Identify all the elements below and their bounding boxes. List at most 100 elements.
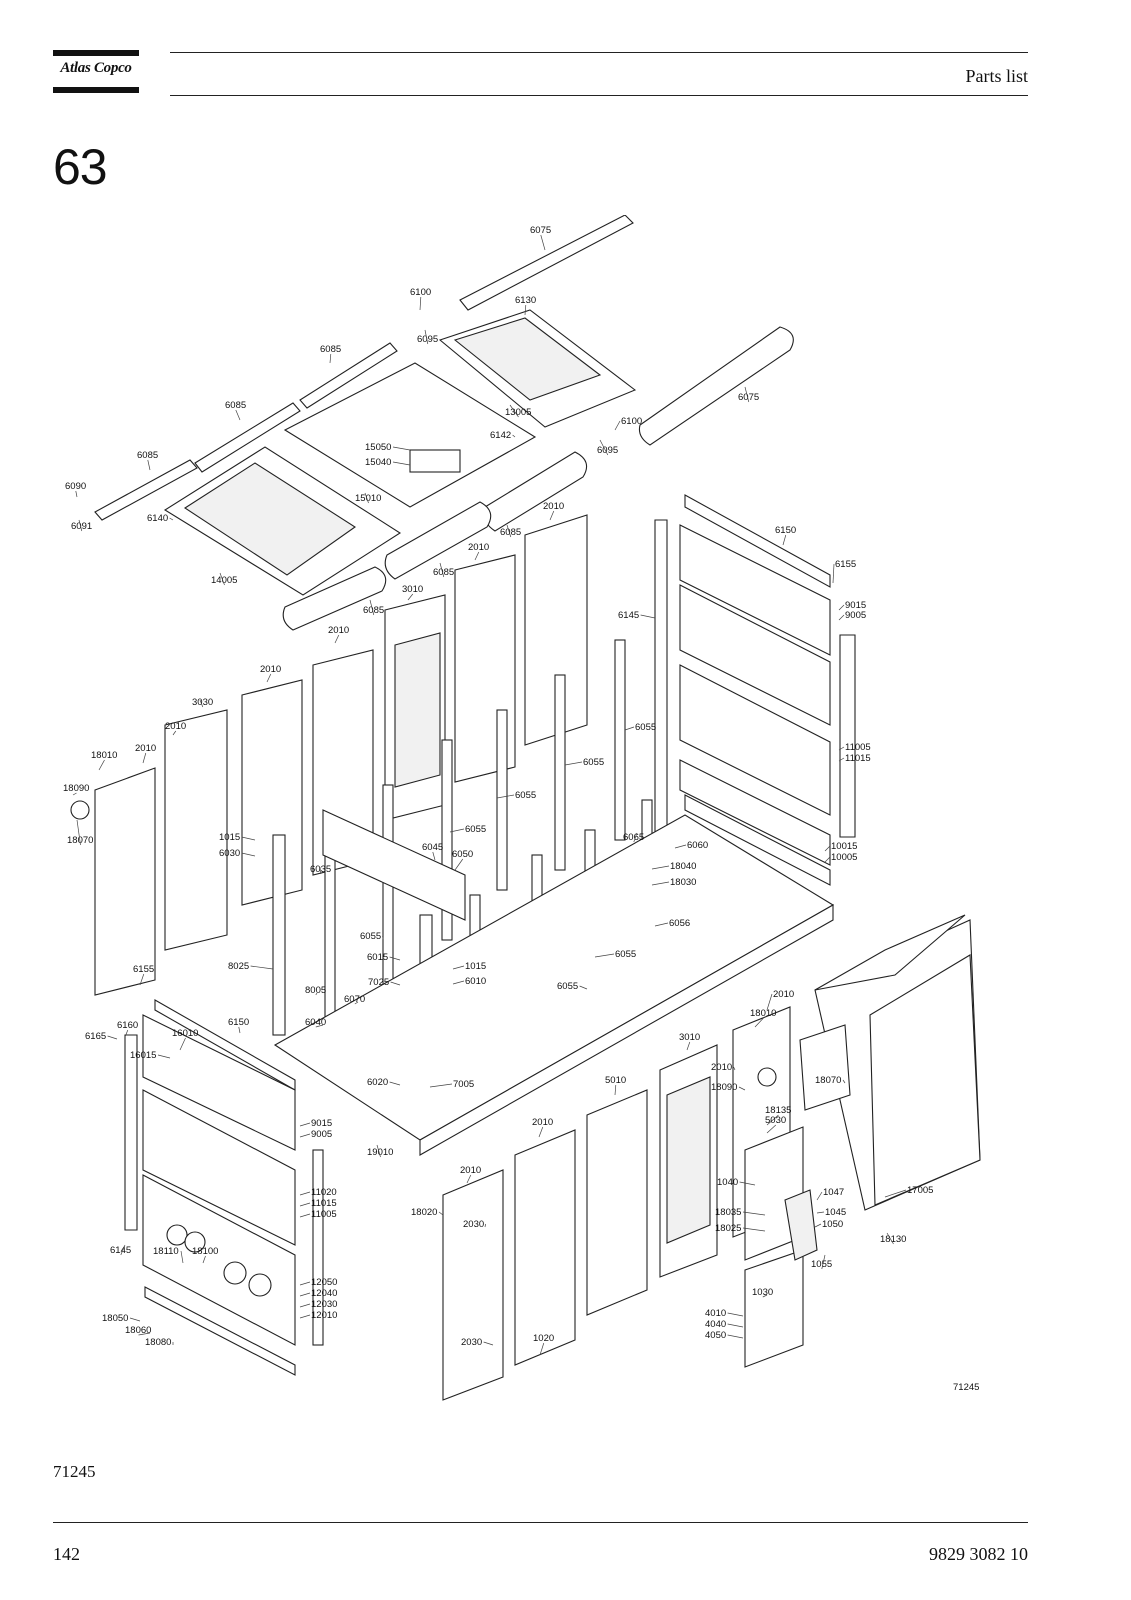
callout-12040: 12040 [311,1288,337,1299]
callout-leader [496,794,515,799]
callout-leader [266,673,272,683]
callout-18130: 18130 [880,1234,906,1245]
callout-leader [738,1086,746,1091]
callout-leader [838,604,845,611]
callout-6055: 6055 [635,722,656,733]
callout-6140: 6140 [147,513,168,524]
callout-2010: 2010 [468,542,489,553]
upright-6055-d [441,739,453,941]
callout-12010: 12010 [311,1310,337,1321]
callout-6085: 6085 [500,527,521,538]
callout-6015: 6015 [367,952,388,963]
callout-leader [614,1084,617,1096]
callout-10005: 10005 [831,852,857,863]
callout-leader [429,1083,453,1088]
callout-2010: 2010 [711,1062,732,1073]
callout-18110: 18110 [153,1246,179,1257]
front-door-18020 [442,1169,504,1401]
callout-1050: 1050 [822,1219,843,1230]
callout-7025: 7025 [368,977,389,988]
callout-5010: 5010 [605,1075,626,1086]
callout-6055: 6055 [583,757,604,768]
callout-leader [579,985,588,990]
callout-leader [72,792,77,796]
callout-leader [754,1017,764,1028]
roof-profile-3 [282,566,387,631]
callout-leader [727,1312,744,1317]
callout-6020: 6020 [367,1077,388,1088]
callout-6045: 6045 [422,842,443,853]
callout-6091: 6091 [71,521,92,532]
callout-16015: 16015 [130,1050,156,1061]
figure-reference: 71245 [53,1462,96,1481]
callout-6150: 6150 [775,525,796,536]
callout-leader [474,551,480,561]
callout-leader [75,490,78,498]
callout-leader [334,634,340,644]
callout-leader [315,1024,324,1028]
right-panel-lower [679,759,831,866]
front-panel-opening-1 [166,1224,188,1246]
callout-2010: 2010 [260,664,281,675]
callout-18135: 18135 [765,1105,791,1116]
callout-leader [651,881,670,886]
callout-6055: 6055 [615,949,636,960]
front-panel-opening-2 [184,1231,206,1253]
section-number: 63 [53,139,108,195]
upright-6055-b [554,674,566,871]
callout-6130: 6130 [515,295,536,306]
callout-6145: 6145 [618,610,639,621]
callout-leader [219,572,225,586]
callout-18040: 18040 [670,861,696,872]
callout-leader [842,1079,846,1084]
callout-2010: 2010 [165,721,186,732]
callout-leader [640,614,656,619]
callout-4050: 4050 [705,1330,726,1341]
control-box-18135 [799,1024,851,1111]
callout-3010: 3010 [679,1032,700,1043]
callout-leader [506,524,512,538]
callout-leader [509,404,519,418]
callout-leader [524,304,527,316]
callout-leader [454,858,464,871]
callout-6060: 6060 [687,840,708,851]
callout-9005: 9005 [311,1129,332,1140]
callout-13005: 13005 [505,407,531,418]
callout-leader [816,1191,823,1201]
callout-leader [766,993,773,1011]
callout-1040: 1040 [717,1177,738,1188]
callout-leader [147,459,151,471]
front-door-2010-a [514,1129,576,1366]
front-panel-11005 [142,1089,296,1246]
front-panel-opening-3 [223,1261,247,1285]
callout-leader [364,492,369,504]
door-panel-18010 [94,767,156,996]
callout-11015: 11015 [311,1198,337,1209]
header-rule-bottom [170,95,1028,96]
callout-18060: 18060 [125,1325,151,1336]
callout-leader [157,1054,171,1059]
callout-leader [742,1211,766,1216]
callout-18010: 18010 [91,750,117,761]
header-rule-top [170,52,1028,53]
callout-leader [432,851,436,861]
roof-profile-2 [384,501,492,580]
front-panel-12010 [142,1174,296,1346]
callout-leader [762,1294,768,1298]
callout-2030: 2030 [463,1219,484,1230]
roof-grille-rear [453,317,602,401]
roof-rail-left-2 [194,402,301,473]
callout-6065: 6065 [623,832,644,843]
side-panel-3010-graphic [394,632,441,788]
callout-leader [241,852,256,857]
callout-17005: 17005 [907,1185,933,1196]
page-number: 142 [53,1544,80,1564]
callout-15040: 15040 [365,457,391,468]
callout-leader [838,746,845,751]
callout-leader [250,965,274,970]
callout-18025: 18025 [715,1223,741,1234]
callout-6040: 6040 [305,1017,326,1028]
cable-gland-plate-18035 [784,1189,818,1261]
upright-6055-c [496,709,508,891]
callout-9015: 9015 [311,1118,332,1129]
